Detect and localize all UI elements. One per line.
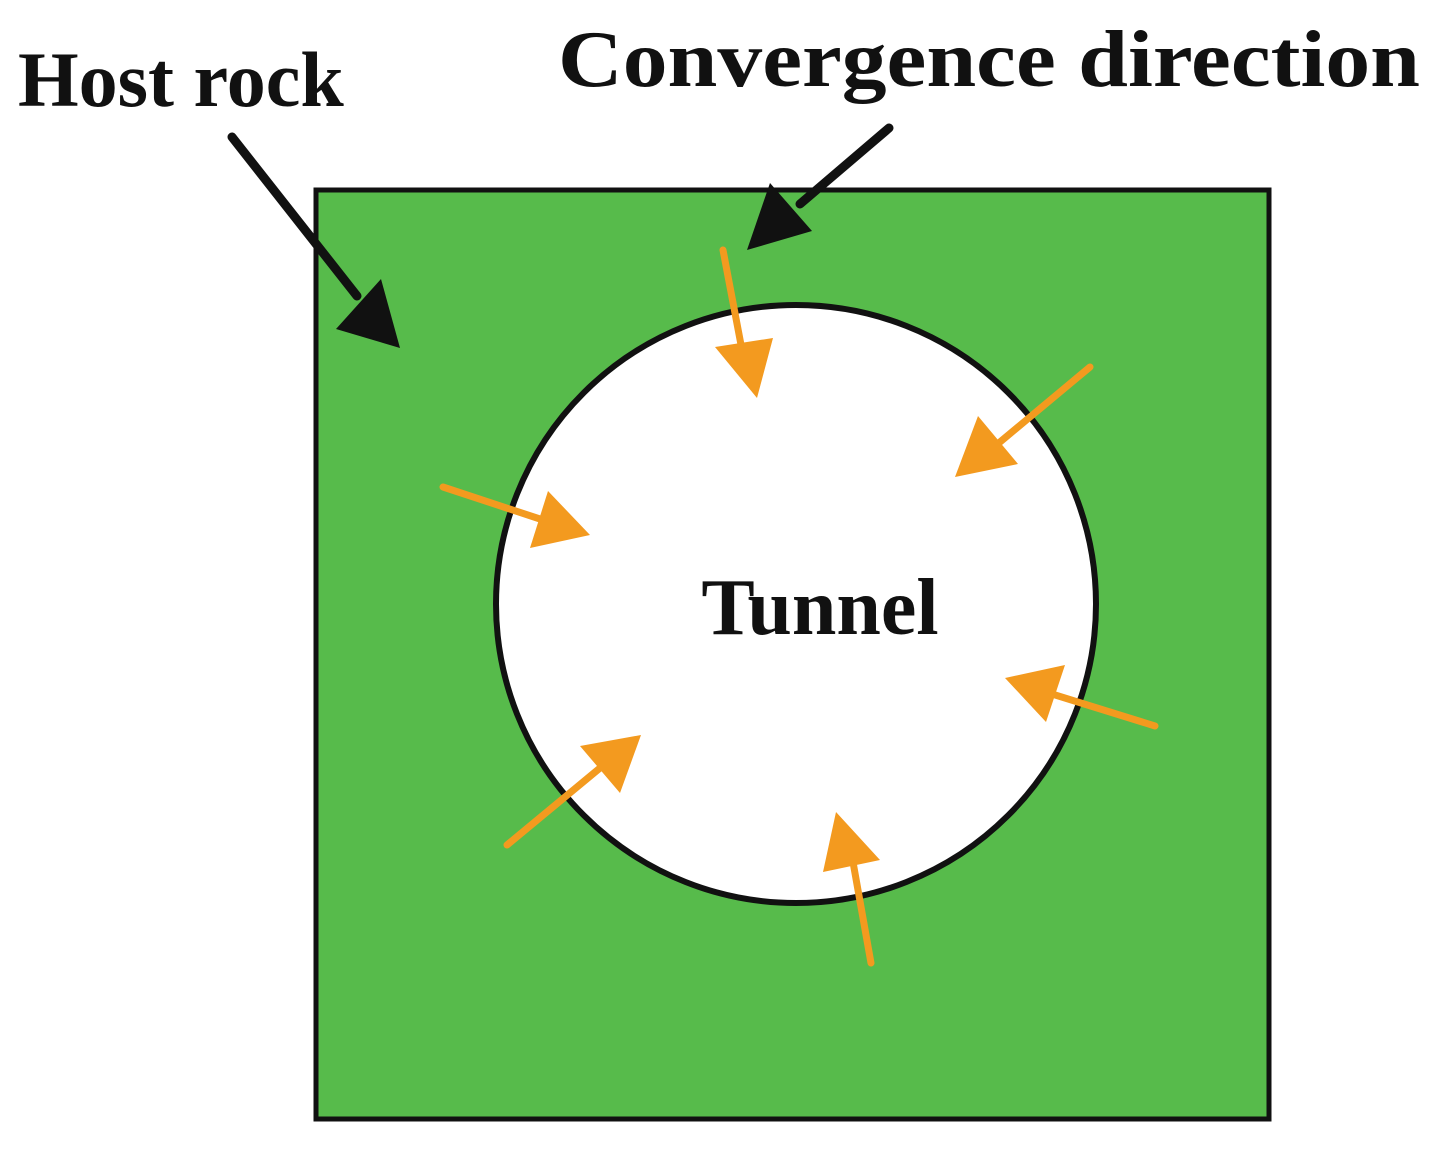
convergence-arrow-left <box>439 483 590 548</box>
tunnel-circle <box>493 302 1099 906</box>
convergence-arrow-upper-right <box>955 363 1094 477</box>
convergence-arrow-right <box>1005 665 1159 730</box>
convergence-arrows <box>439 246 1159 967</box>
host-rock-pointer-arrow <box>227 132 400 348</box>
convergence-direction-label: Convergence direction <box>558 16 1420 104</box>
convergence-arrow-bottom <box>823 812 880 967</box>
host-rock-label: Host rock <box>18 36 344 123</box>
convergence-arrow-top <box>715 246 773 398</box>
convergence-pointer-arrow <box>747 123 894 250</box>
convergence-arrow-lower-left <box>503 735 641 849</box>
tunnel-label: Tunnel <box>701 564 938 652</box>
